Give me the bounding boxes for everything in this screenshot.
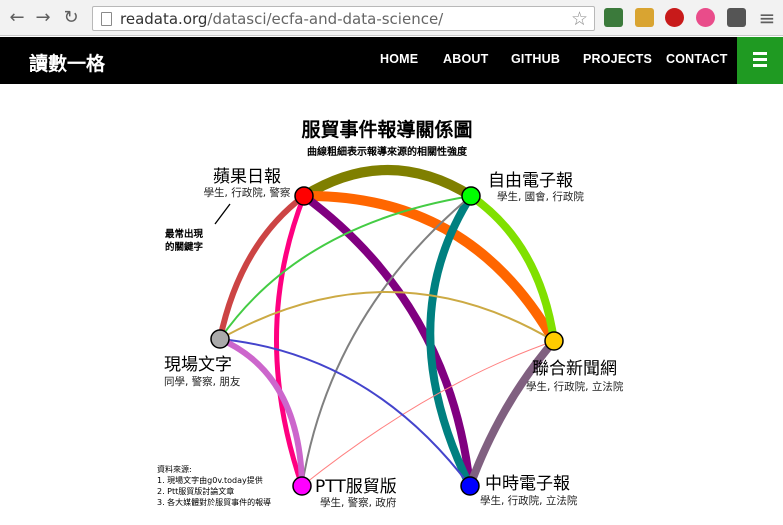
node-label-liberty: 自由電子報 <box>488 171 573 191</box>
adblock-icon[interactable] <box>665 8 684 27</box>
link-liberty-ptt <box>301 195 472 487</box>
node-keywords-live: 同學, 警察, 朋友 <box>164 375 241 388</box>
annotation-line: 最常出現 <box>165 228 204 240</box>
node-keywords-apple: 學生, 行政院, 警察 <box>204 186 291 199</box>
nav-home[interactable]: HOME <box>380 52 419 66</box>
node-label-chinatimes: 中時電子報 <box>485 474 570 494</box>
link-liberty-udn <box>467 192 558 345</box>
star-icon[interactable]: ☆ <box>570 8 588 30</box>
node-label-apple: 蘋果日報 <box>213 167 281 187</box>
hamburger-menu-button[interactable] <box>737 37 783 84</box>
diagram-subtitle: 曲線粗細表示報導來源的相關性強度 <box>307 145 468 158</box>
nav-about[interactable]: ABOUT <box>443 52 489 66</box>
site-navbar: 讀數一格 HOME ABOUT GITHUB PROJECTS CONTACT <box>0 37 783 84</box>
link-apple-live <box>217 193 307 342</box>
diagram-title: 服貿事件報導關係圖 <box>301 118 472 141</box>
reload-icon[interactable]: ↻ <box>63 7 79 28</box>
node-keywords-liberty: 學生, 國會, 行政院 <box>497 190 584 203</box>
nav-projects[interactable]: PROJECTS <box>583 52 652 66</box>
page-icon <box>101 12 112 26</box>
node-label-ptt: PTT服貿版 <box>315 477 397 497</box>
source-item: 1. 現場文字由g0v.today提供 <box>157 475 263 485</box>
sources-title: 資料來源: <box>157 464 192 474</box>
keyword-annotation: 最常出現的關鍵字 <box>165 228 204 253</box>
link-ptt-live <box>217 336 305 489</box>
url-text[interactable]: readata.org/datasci/ecfa-and-data-scienc… <box>120 10 443 28</box>
node-udn <box>544 331 564 351</box>
diagram-links <box>217 165 559 490</box>
node-ptt <box>292 476 312 496</box>
link-apple-liberty <box>299 165 476 201</box>
puzzle-extension-icon[interactable] <box>727 8 746 27</box>
link-liberty-live <box>219 195 472 340</box>
link-udn-live <box>219 291 555 342</box>
link-chinatimes-live <box>219 338 471 487</box>
link-liberty-chinatimes <box>426 192 475 490</box>
link-apple-ptt <box>274 193 307 489</box>
url-host: readata.org <box>120 10 208 28</box>
node-liberty <box>461 186 481 206</box>
diagram-nodes <box>210 186 564 496</box>
nav-contact[interactable]: CONTACT <box>666 52 728 66</box>
color-picker-icon[interactable] <box>696 8 715 27</box>
node-live <box>210 329 230 349</box>
address-bar[interactable]: readata.org/datasci/ecfa-and-data-scienc… <box>92 6 595 31</box>
source-item: 3. 各大媒體對於服貿事件的報導 <box>157 497 271 507</box>
forward-icon[interactable]: → <box>35 7 51 28</box>
chrome-menu-icon[interactable]: ≡ <box>758 6 776 30</box>
calendar-extension-icon[interactable] <box>604 8 623 27</box>
annotation-line: 的關鍵字 <box>165 241 204 253</box>
link-udn-chinatimes <box>466 337 558 490</box>
nav-github[interactable]: GITHUB <box>511 52 561 66</box>
browser-toolbar: ← → ↻ readata.org/datasci/ecfa-and-data-… <box>0 0 783 36</box>
link-udn-ptt <box>301 340 555 487</box>
node-label-udn: 聯合新聞網 <box>532 359 617 379</box>
source-item: 2. Ptt服貿版討論文章 <box>157 486 234 496</box>
back-icon[interactable]: ← <box>9 7 25 28</box>
node-label-live: 現場文字 <box>164 355 232 375</box>
node-keywords-chinatimes: 學生, 行政院, 立法院 <box>480 494 578 507</box>
annotation-pointer <box>214 203 231 225</box>
node-chinatimes <box>460 476 480 496</box>
node-keywords-udn: 學生, 行政院, 立法院 <box>526 380 624 393</box>
site-brand[interactable]: 讀數一格 <box>29 53 106 75</box>
node-apple <box>294 186 314 206</box>
link-apple-chinatimes <box>300 192 474 490</box>
package-extension-icon[interactable] <box>635 8 654 27</box>
node-keywords-ptt: 學生, 警察, 政府 <box>320 496 396 509</box>
url-path: /datasci/ecfa-and-data-science/ <box>207 10 444 28</box>
